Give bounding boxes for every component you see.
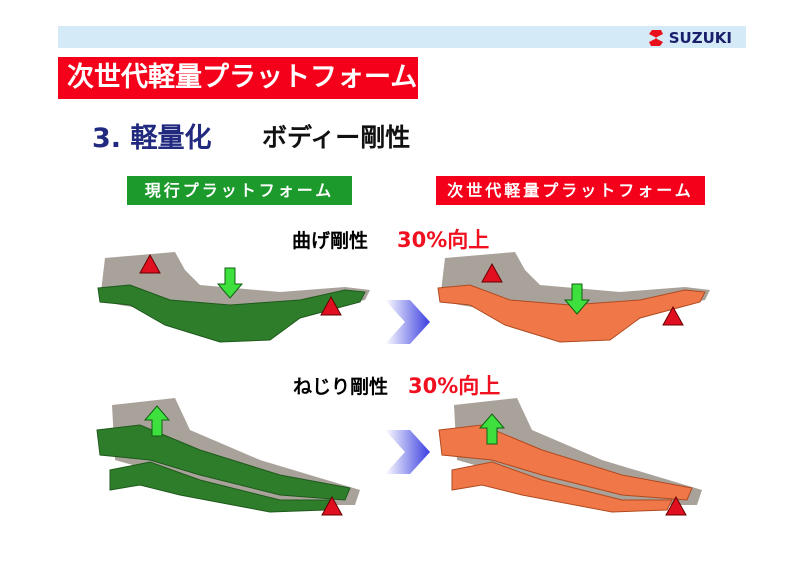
- bending-next-frame: [437, 252, 710, 343]
- comparison-arrow-icon: [385, 430, 430, 474]
- section-title: 3. 軽量化: [92, 123, 212, 154]
- bending-current-frame: [97, 252, 370, 343]
- suzuki-s-icon: [648, 30, 663, 46]
- page-title: 次世代軽量プラットフォーム: [58, 57, 418, 99]
- current-platform-label: 現行プラットフォーム: [127, 176, 352, 205]
- support-triangle-icon: [320, 295, 342, 316]
- torsion-next-frame: [438, 398, 702, 513]
- torsion-improvement: 30%向上: [408, 374, 501, 398]
- comparison-arrow-icon: [385, 300, 430, 344]
- support-triangle-icon: [139, 253, 161, 274]
- torsion-stiffness-label: ねじり剛性: [293, 376, 389, 398]
- support-triangle-icon: [662, 305, 684, 326]
- support-triangle-icon: [665, 495, 687, 516]
- down-arrow-icon: [563, 283, 591, 315]
- up-arrow-icon: [478, 413, 506, 445]
- down-arrow-icon: [216, 267, 244, 299]
- suzuki-logo: SUZUKI: [648, 29, 732, 47]
- section-subtitle: ボディー剛性: [262, 123, 411, 152]
- header-band: SUZUKI: [58, 26, 746, 48]
- next-platform-label: 次世代軽量プラットフォーム: [436, 176, 705, 205]
- bending-improvement: 30%向上: [397, 228, 490, 252]
- support-triangle-icon: [321, 495, 343, 516]
- support-triangle-icon: [481, 262, 503, 283]
- bending-stiffness-label: 曲げ剛性: [292, 230, 369, 252]
- brand-name: SUZUKI: [668, 29, 732, 47]
- up-arrow-icon: [143, 405, 171, 437]
- torsion-current-frame: [96, 398, 360, 513]
